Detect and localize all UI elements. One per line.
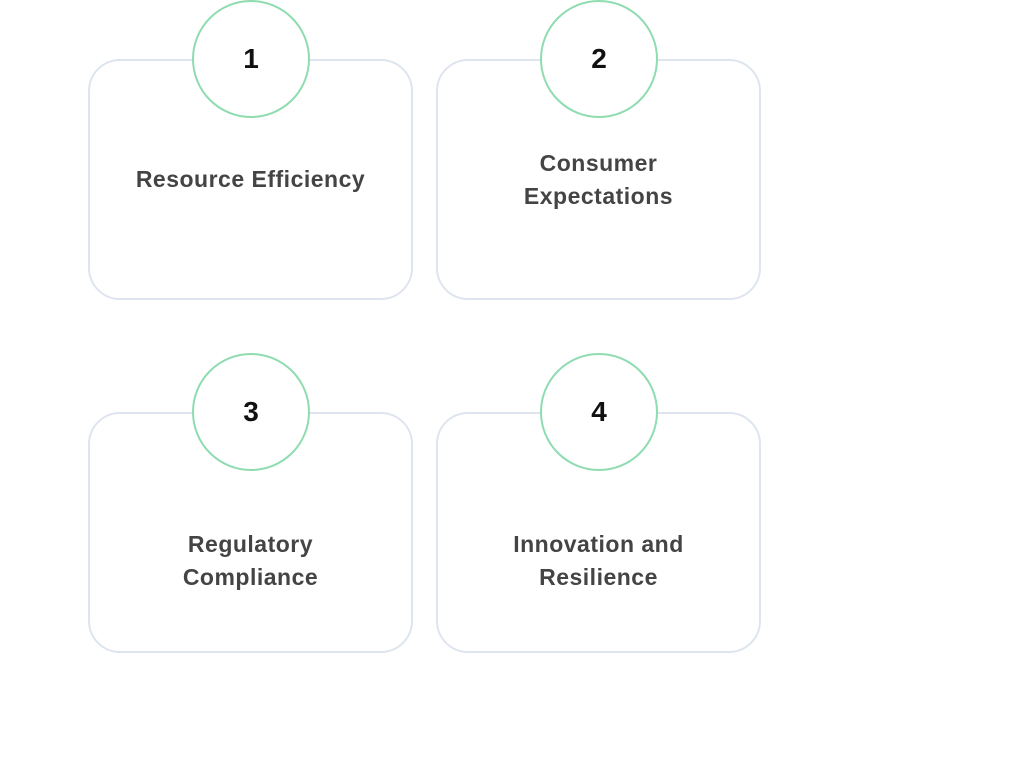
number-badge: 2 (540, 0, 658, 118)
number-badge: 1 (192, 0, 310, 118)
card-label: Consumer Expectations (523, 149, 674, 209)
number-badge: 4 (540, 353, 658, 471)
number-badge: 3 (192, 353, 310, 471)
card-label: Regulatory Compliance (182, 531, 319, 590)
card-label: Resource Efficiency (135, 166, 366, 192)
card-label: Innovation and Resilience (513, 531, 684, 590)
